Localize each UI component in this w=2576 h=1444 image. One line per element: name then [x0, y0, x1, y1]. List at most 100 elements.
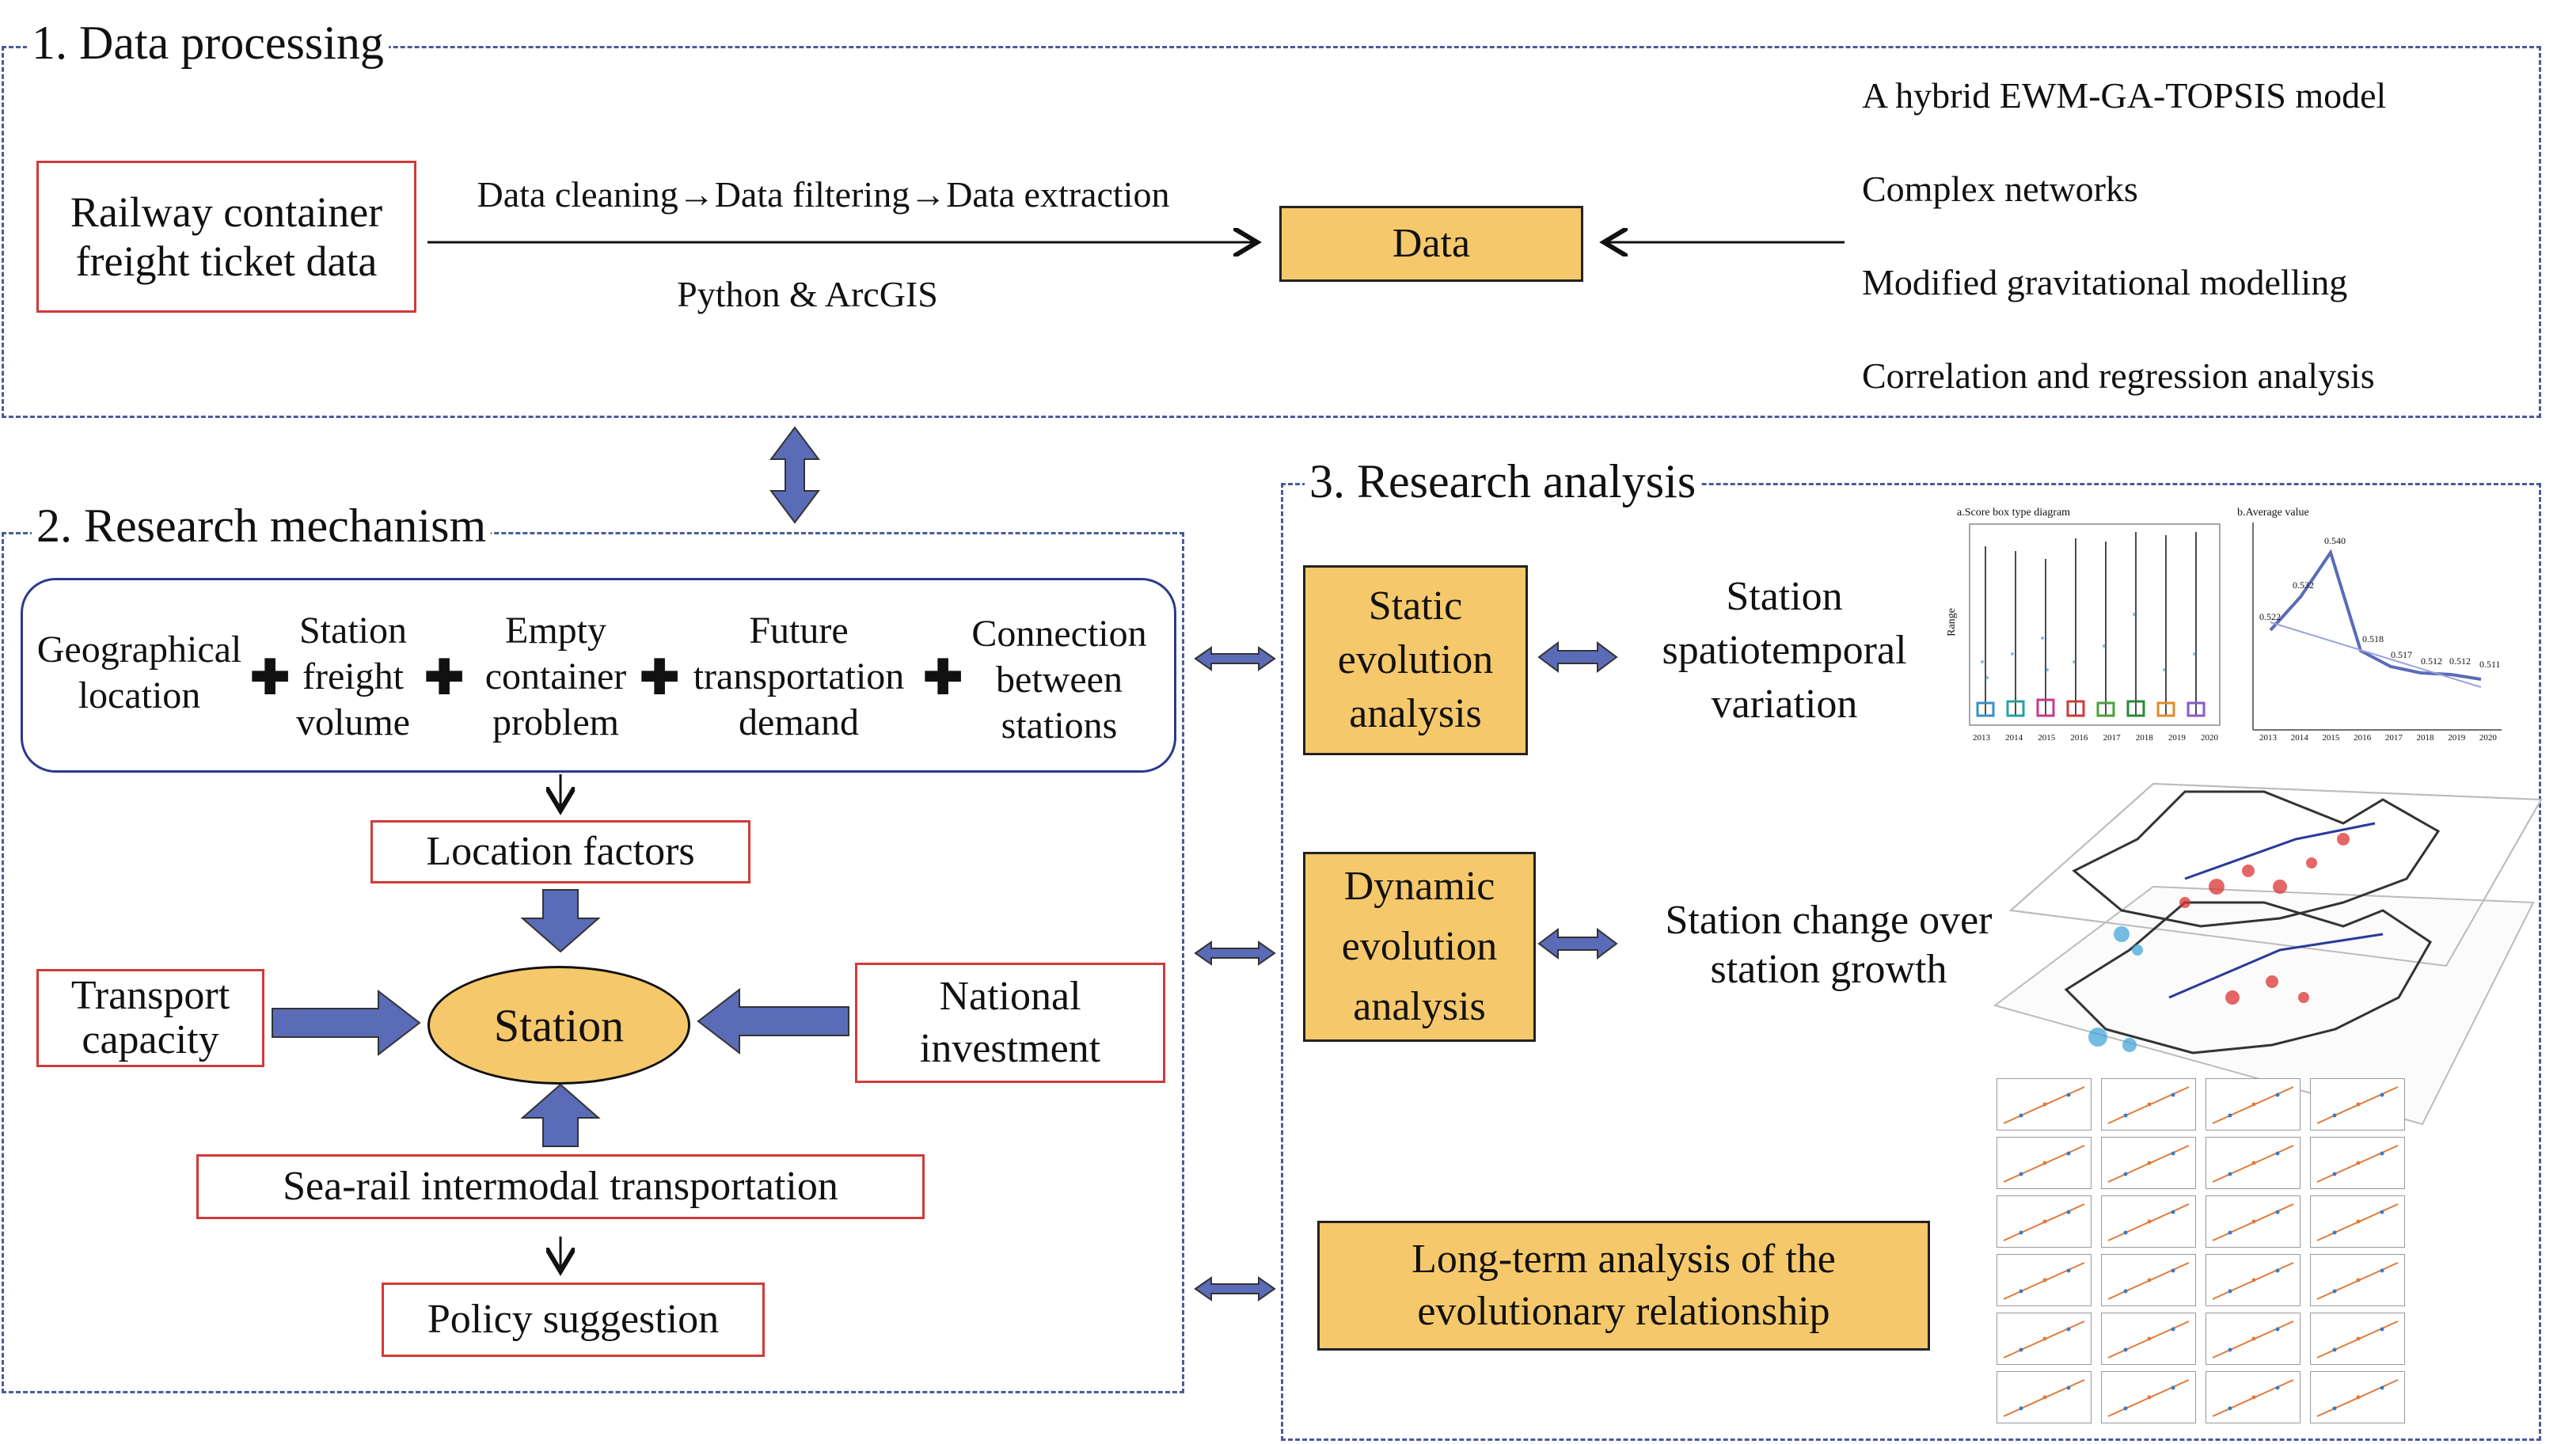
regression-fit-line [2212, 1262, 2294, 1300]
long-term-analysis-box: Long-term analysis of the evolutionary r… [1317, 1221, 1930, 1351]
method-regression: Correlation and regression analysis [1862, 355, 2375, 396]
pipeline-label: Data cleaning→Data filtering→Data extrac… [477, 174, 1170, 215]
year-label: 2020 [2200, 733, 2218, 743]
regression-grid-thumbnail [1997, 1078, 2424, 1434]
regression-panel [2101, 1078, 2196, 1130]
regression-panel [2101, 1254, 2196, 1306]
average-value-years: 2013 2014 2015 2016 2017 2018 2019 2020 [2259, 733, 2497, 743]
year-label: 2013 [1973, 733, 1990, 743]
avg-label: 0.532 [2293, 580, 2314, 591]
year-label: 2016 [2070, 733, 2088, 743]
box-diagram-thumbnail: a.Score box type diagram Range 2013 [1941, 504, 2226, 757]
regression-panel [2206, 1195, 2301, 1248]
regression-panel [2206, 1371, 2301, 1423]
regression-panel [1997, 1254, 2092, 1306]
regression-panel [1997, 1078, 2092, 1130]
regression-fit-line [2316, 1379, 2399, 1417]
regression-fit-line [2107, 1086, 2190, 1124]
regression-fit-line [2316, 1320, 2399, 1358]
year-label: 2013 [2259, 733, 2277, 743]
station-label: Station [493, 999, 625, 1051]
regression-fit-line [2003, 1203, 2085, 1241]
plus-icon: ✚ [640, 652, 680, 704]
regression-panel [2101, 1195, 2196, 1248]
factor-connection: Connection between stations [971, 613, 1147, 747]
regression-panel [1997, 1313, 2092, 1365]
sea-rail-box: Sea-rail intermodal transportation [196, 1154, 925, 1219]
average-value-title: b.Average value [2237, 507, 2309, 519]
regression-fit-line [2316, 1145, 2399, 1183]
regression-fit-line [2003, 1379, 2085, 1417]
year-label: 2018 [2135, 733, 2153, 743]
regression-fit-line [2212, 1086, 2294, 1124]
static-analysis-box: Static evolution analysis [1303, 565, 1528, 755]
regression-panel [2310, 1371, 2405, 1423]
regression-panel [2310, 1137, 2405, 1189]
ticket-data-box: Railway container freight ticket data [36, 161, 416, 313]
tools-label: Python & ArcGIS [677, 274, 938, 314]
average-value-thumbnail: b.Average value 0.522 0.532 0.540 0.518 … [2229, 504, 2514, 757]
regression-panel [2310, 1195, 2405, 1248]
plus-icon: ✚ [923, 652, 963, 704]
regression-panel [2101, 1313, 2196, 1365]
section-3-title: 3. Research analysis [1305, 456, 1701, 507]
avg-label: 0.540 [2324, 535, 2346, 546]
station-ellipse: Station [427, 966, 690, 1085]
box-diagram-title: a.Score box type diagram [1957, 507, 2071, 519]
year-label: 2018 [2416, 733, 2434, 743]
regression-panel [2310, 1078, 2405, 1130]
regression-panel [1997, 1137, 2092, 1189]
data-box: Data [1279, 206, 1583, 282]
plus-icon: ✚ [424, 652, 465, 704]
regression-fit-line [2316, 1262, 2399, 1300]
national-investment-box: National investment [855, 963, 1165, 1083]
year-label: 2016 [2354, 733, 2372, 743]
regression-fit-line [2003, 1086, 2085, 1124]
year-label: 2014 [2005, 733, 2023, 743]
regression-panel [2310, 1254, 2405, 1306]
regression-panel [2101, 1371, 2196, 1423]
year-label: 2019 [2448, 733, 2466, 743]
regression-panel [1997, 1371, 2092, 1423]
average-value-plot [2252, 522, 2502, 731]
factors-box [21, 578, 1176, 773]
year-label: 2020 [2479, 733, 2497, 743]
regression-panel [2206, 1254, 2301, 1306]
regression-fit-line [2212, 1379, 2294, 1417]
section-research-mechanism [2, 532, 1184, 1393]
plus-icon: ✚ [250, 652, 291, 704]
year-label: 2019 [2168, 733, 2186, 743]
factor-geographical: Geographical location [36, 629, 242, 716]
transport-capacity-box: Transport capacity [36, 969, 264, 1067]
avg-label: 0.511 [2479, 659, 2501, 670]
method-topsis: A hybrid EWM-GA-TOPSIS model [1862, 75, 2387, 116]
regression-fit-line [2212, 1145, 2294, 1183]
avg-label: 0.522 [2259, 611, 2281, 622]
dynamic-desc: Station change over station growth [1665, 898, 1993, 992]
regression-fit-line [2107, 1379, 2190, 1417]
avg-label: 0.512 [2421, 656, 2442, 667]
regression-panel [2310, 1313, 2405, 1365]
regression-fit-line [2316, 1203, 2399, 1241]
factor-future-demand: Future transportation demand [693, 610, 905, 743]
static-desc: Station spatiotemporal variation [1662, 574, 1907, 727]
regression-fit-line [2107, 1145, 2190, 1183]
methods-list: A hybrid EWM-GA-TOPSIS model Complex net… [1862, 71, 2527, 412]
regression-panel [2206, 1313, 2301, 1365]
avg-label: 0.517 [2391, 649, 2412, 660]
box-diagram-years: 2013 2014 2015 2016 2017 2018 2019 2020 [1973, 733, 2218, 743]
regression-panel [1997, 1195, 2092, 1248]
location-factors-box: Location factors [370, 820, 750, 884]
regression-panel [2206, 1078, 2301, 1130]
regression-fit-line [2212, 1203, 2294, 1241]
regression-fit-line [2003, 1320, 2085, 1358]
box-diagram-plot [1969, 523, 2221, 726]
regression-panel [2101, 1137, 2196, 1189]
regression-fit-line [2107, 1203, 2190, 1241]
factor-empty-container: Empty container problem [484, 610, 627, 743]
regression-panel [2206, 1137, 2301, 1189]
regression-fit-line [2212, 1320, 2294, 1358]
factor-freight-volume: Station freight volume [296, 610, 410, 743]
